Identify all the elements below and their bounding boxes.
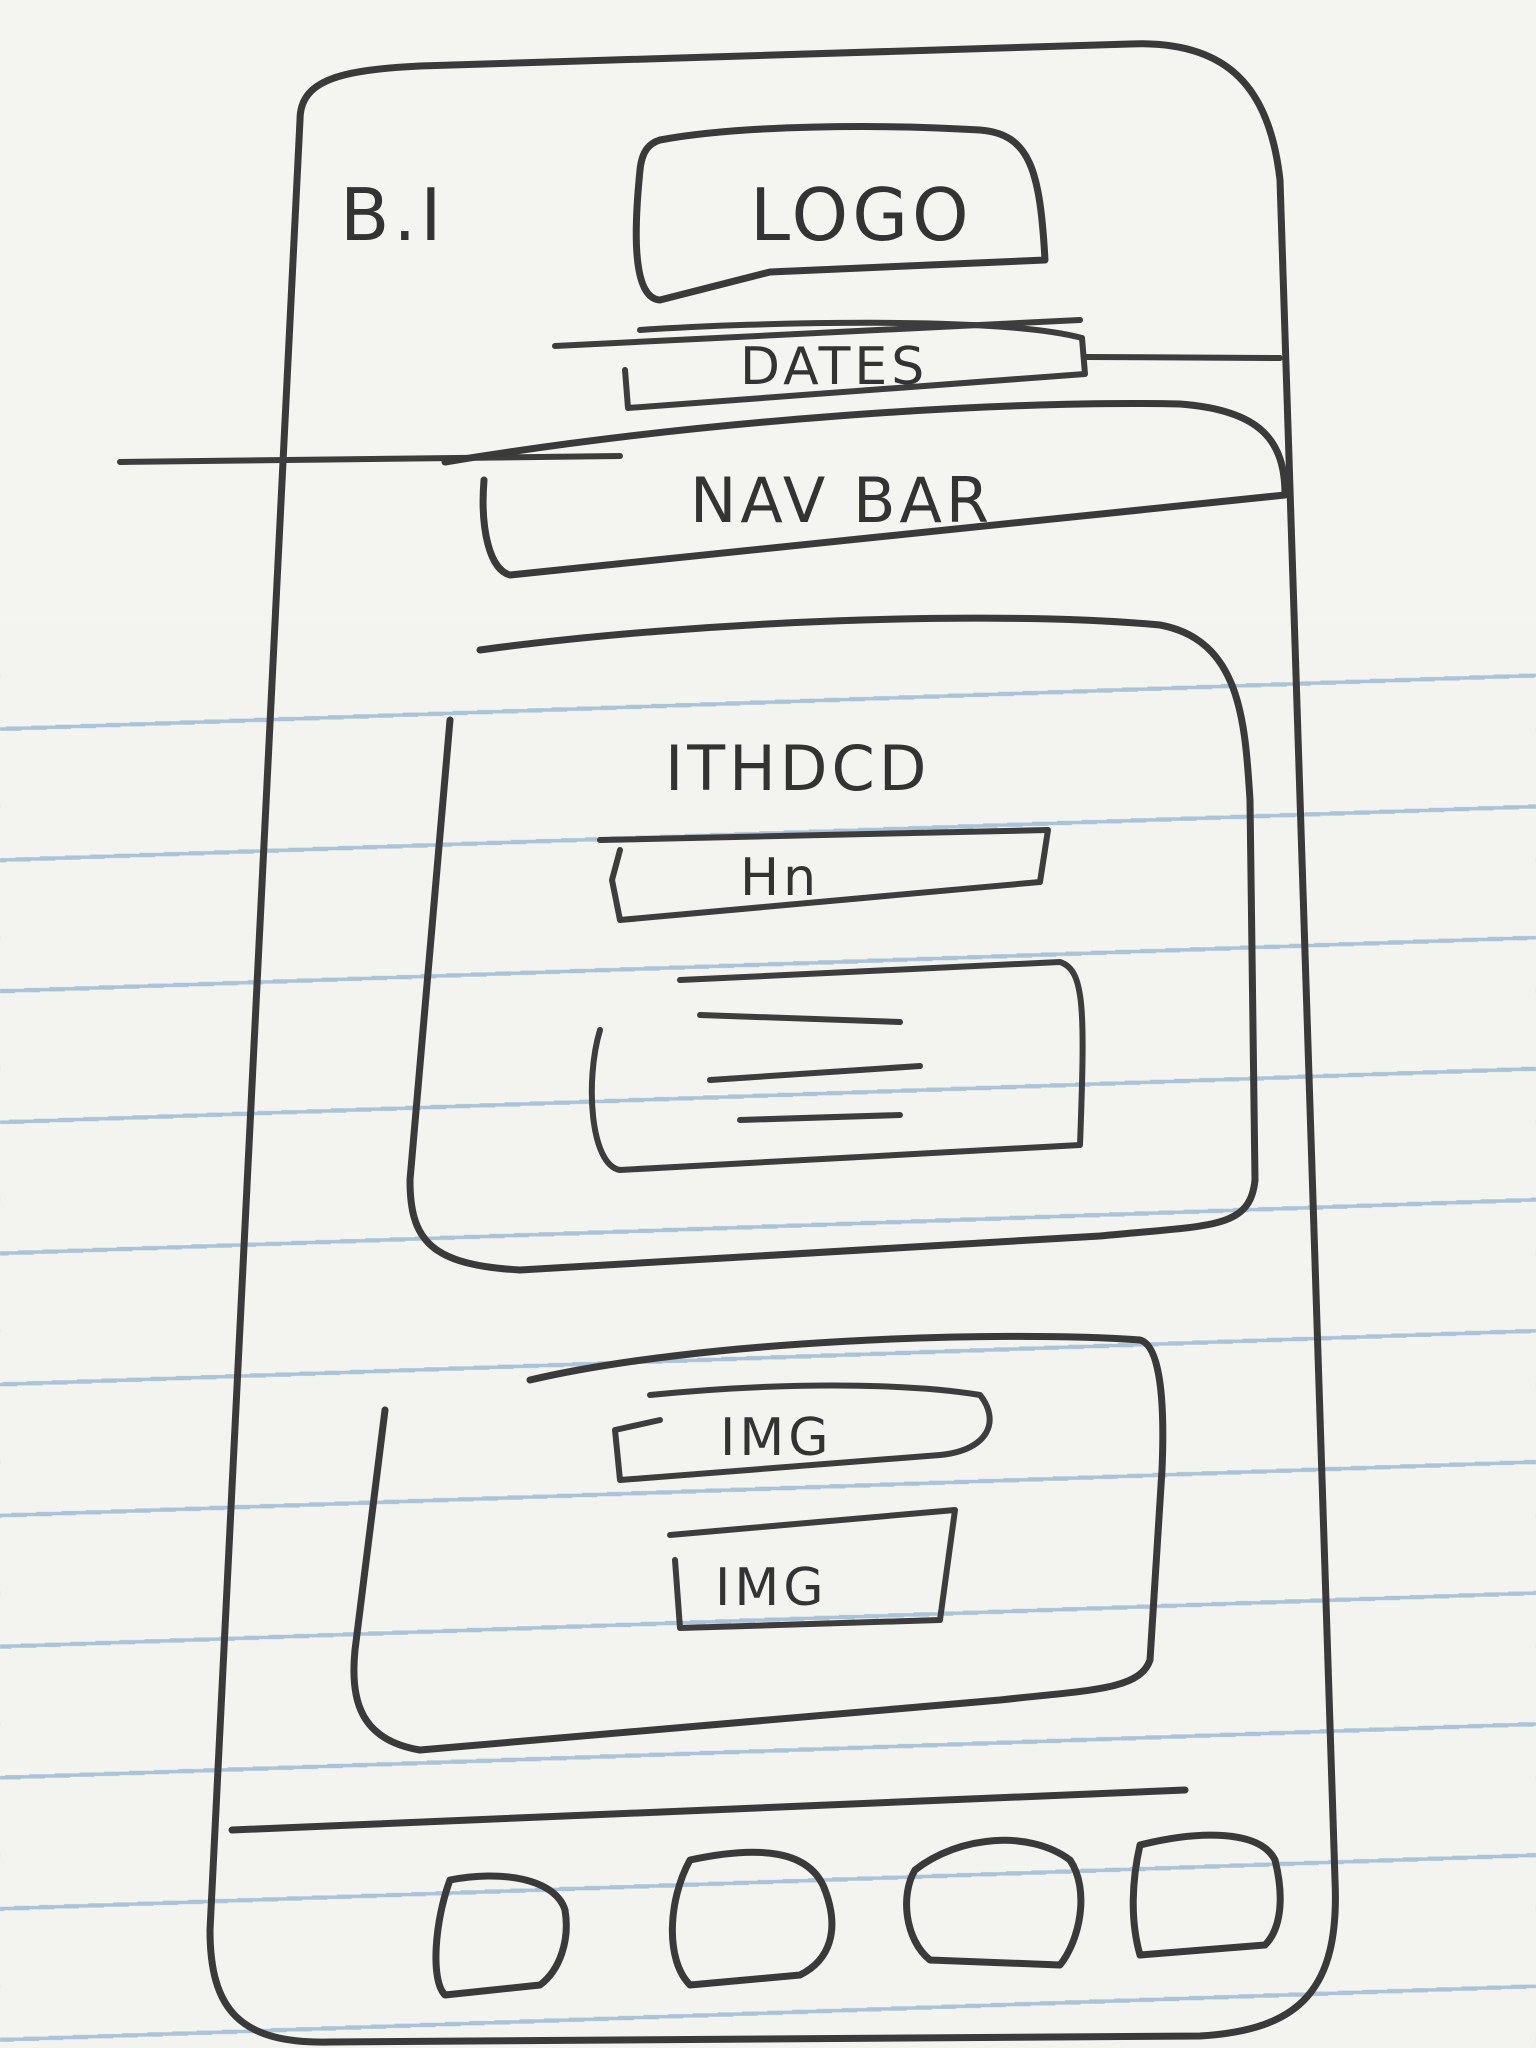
corner-mark: B.I <box>340 173 446 257</box>
text-line <box>737 1112 903 1123</box>
image-label: IMG <box>720 1408 833 1468</box>
main-card <box>406 614 1259 1274</box>
bottom-nav-button-4[interactable] <box>1129 1831 1284 1959</box>
dates-label: DATES <box>740 337 928 397</box>
subheading-box <box>597 827 1051 923</box>
phone-frame <box>206 40 1339 2046</box>
text-block <box>588 959 1086 1173</box>
header-line <box>552 317 1083 349</box>
text-line <box>697 1012 903 1025</box>
subheading-label: Hn <box>740 848 820 908</box>
main-card-title: ITHDCD <box>665 732 931 805</box>
navbar-box <box>441 400 1289 579</box>
image-placeholder <box>612 1382 993 1483</box>
dates-box <box>622 319 1088 411</box>
image-placeholder <box>667 1507 958 1631</box>
bottom-nav-button-3[interactable] <box>903 1836 1085 1969</box>
bottom-nav-button-2[interactable] <box>668 1848 836 1989</box>
image-label: IMG <box>715 1558 828 1618</box>
logo-box <box>632 123 1049 304</box>
page-divider <box>117 453 623 465</box>
text-line <box>707 1063 923 1083</box>
logo-placeholder: LOGO <box>750 173 973 257</box>
bottom-nav-divider <box>228 1786 1189 1834</box>
image-card <box>350 1332 1167 1754</box>
bottom-nav-button-1[interactable] <box>432 1872 570 1999</box>
navbar-label[interactable]: NAV BAR <box>690 464 993 537</box>
header-line-right <box>1082 354 1283 361</box>
